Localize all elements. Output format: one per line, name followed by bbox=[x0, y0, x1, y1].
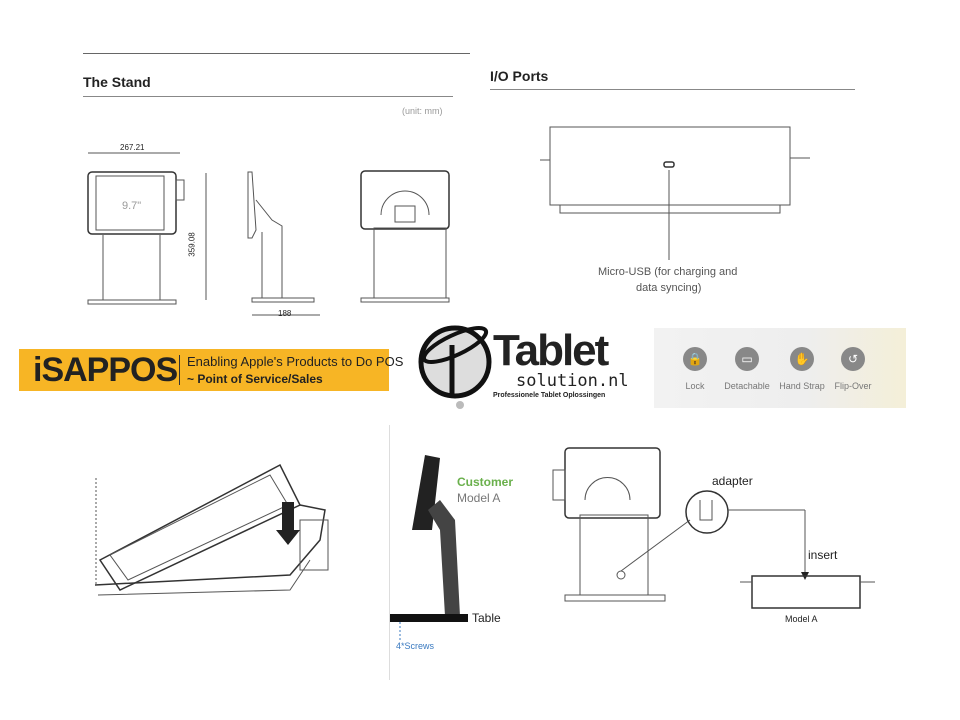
hand-strap-icon: ✋ bbox=[790, 347, 814, 371]
feature-lock: 🔒 Lock bbox=[678, 347, 712, 391]
feature-label: Detachable bbox=[724, 381, 770, 391]
tablet-solution-tagline: Professionele Tablet Oplossingen bbox=[493, 392, 606, 399]
detachable-icon: ▭ bbox=[735, 347, 759, 371]
isappos-tagline: Enabling Apple's Products to Do POS bbox=[187, 354, 404, 369]
io-rule bbox=[490, 89, 855, 90]
adapter-drawing bbox=[552, 447, 875, 609]
unit-label: (unit: mm) bbox=[402, 106, 443, 116]
insert-label: insert bbox=[808, 548, 838, 562]
divider bbox=[179, 355, 180, 385]
feature-detachable: ▭ Detachable bbox=[722, 347, 772, 391]
table-label: Table bbox=[472, 611, 501, 625]
screws-label: 4*Screws bbox=[396, 641, 435, 651]
panel-divider bbox=[389, 425, 390, 680]
tablet-insert-drawing bbox=[94, 463, 329, 596]
model-a-label: Model A bbox=[457, 491, 501, 505]
height-dimension: 359.08 bbox=[187, 232, 197, 257]
top-rule bbox=[83, 53, 470, 54]
tablet-solution-domain: solution.nl bbox=[516, 371, 629, 391]
screen-size: 9.7" bbox=[122, 200, 142, 212]
feature-label: Hand Strap bbox=[779, 381, 825, 391]
features-panel: 🔒 Lock ▭ Detachable ✋ Hand Strap ↺ Flip-… bbox=[654, 328, 906, 408]
port-label-line2: data syncing) bbox=[636, 282, 702, 294]
width-dimension: 267.21 bbox=[120, 143, 145, 152]
isappos-subtitle: ~ Point of Service/Sales bbox=[187, 372, 323, 386]
isappos-banner: iSAPPOS Enabling Apple's Products to Do … bbox=[19, 349, 403, 391]
stand-rule bbox=[83, 96, 453, 97]
adapter-model-label: Model A bbox=[785, 614, 818, 624]
io-drawing bbox=[540, 126, 810, 260]
depth-dimension: 188 bbox=[278, 309, 292, 318]
customer-label: Customer bbox=[457, 475, 514, 489]
isappos-logo: iSAPPOS bbox=[33, 351, 178, 389]
port-label-line1: Micro-USB (for charging and bbox=[598, 266, 738, 278]
feature-flip-over: ↺ Flip-Over bbox=[830, 347, 876, 391]
feature-label: Flip-Over bbox=[834, 381, 872, 391]
adapter-label: adapter bbox=[712, 474, 753, 488]
tablet-solution-name: Tablet bbox=[493, 326, 609, 375]
io-title: I/O Ports bbox=[490, 68, 549, 84]
tablet-solution-logo-icon bbox=[418, 325, 492, 409]
feature-label: Lock bbox=[685, 381, 705, 391]
stand-drawings bbox=[87, 152, 450, 316]
mount-drawing bbox=[390, 455, 468, 640]
lock-icon: 🔒 bbox=[683, 347, 707, 371]
stand-title: The Stand bbox=[83, 74, 151, 90]
flip-over-icon: ↺ bbox=[841, 347, 865, 371]
feature-hand-strap: ✋ Hand Strap bbox=[776, 347, 828, 391]
